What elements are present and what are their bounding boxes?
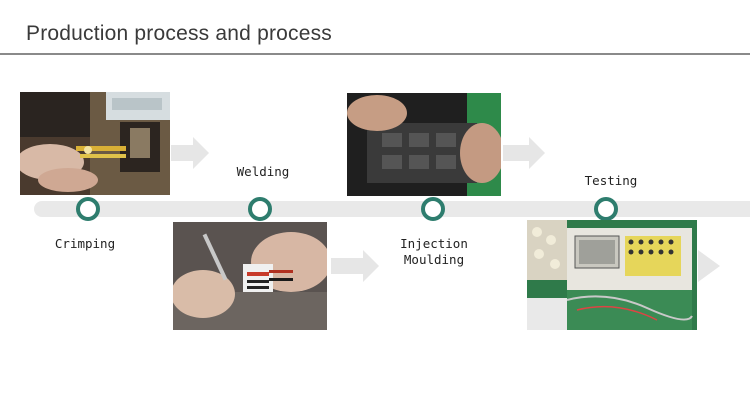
welding-photo xyxy=(173,222,327,330)
timeline-node-crimping xyxy=(76,197,100,221)
timeline-node-injection xyxy=(421,197,445,221)
step-label-welding: Welding xyxy=(236,164,290,179)
page-title: Production process and process xyxy=(26,22,332,45)
step-label-injection-line1: Injection xyxy=(400,236,468,251)
right-arrow-icon xyxy=(331,250,379,282)
right-arrow-icon xyxy=(503,137,545,169)
testing-photo xyxy=(527,220,697,330)
timeline-node-testing xyxy=(594,197,618,221)
step-label-injection: Injection Moulding xyxy=(394,236,474,268)
step-label-crimping: Crimping xyxy=(54,236,116,251)
step-label-testing: Testing xyxy=(584,173,638,188)
timeline-node-welding xyxy=(248,197,272,221)
title-divider xyxy=(0,53,750,55)
right-arrow-icon xyxy=(698,250,720,282)
step-label-injection-line2: Moulding xyxy=(403,252,465,267)
timeline-track xyxy=(34,201,750,217)
injection-moulding-photo xyxy=(347,93,501,196)
crimping-photo xyxy=(20,92,170,195)
right-arrow-icon xyxy=(171,137,209,169)
